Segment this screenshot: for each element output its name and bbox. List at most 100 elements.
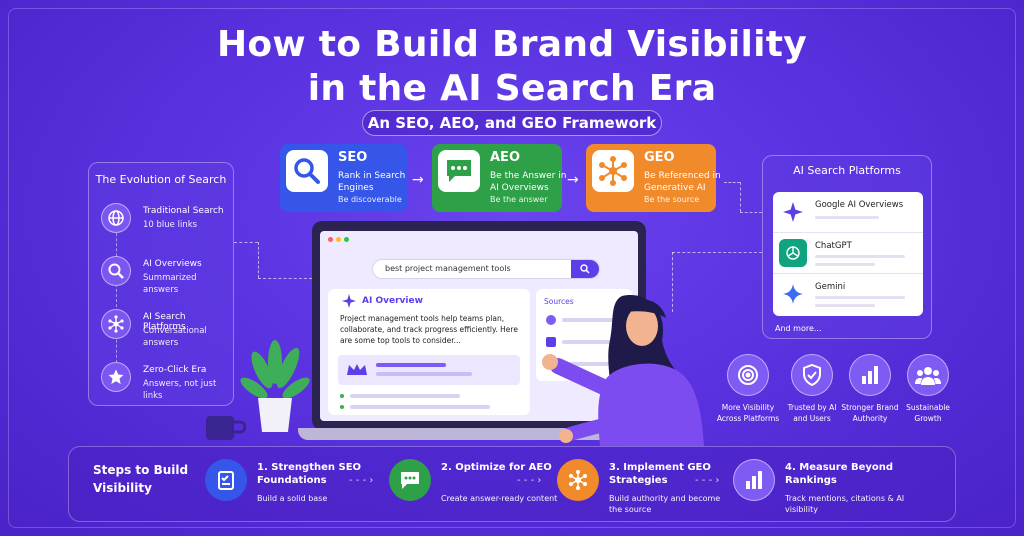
chatgpt-icon (779, 239, 807, 267)
globe-icon (101, 203, 131, 233)
search-input[interactable]: best project management tools (385, 264, 511, 273)
geo-desc: Be Referenced in Generative AI (644, 171, 721, 193)
source-icon (546, 315, 556, 325)
platforms-title: AI Search Platforms (793, 164, 901, 177)
arrow-right-icon: - - - › (349, 475, 374, 486)
connector (258, 242, 259, 278)
evolution-item-name: AI Overviews (143, 259, 202, 269)
platform-name: Gemini (815, 282, 846, 292)
platforms-panel: AI Search Platforms Google AI Overviews … (762, 155, 932, 339)
benefit-item: Trusted by AI and Users (780, 354, 844, 424)
aeo-tag: Be the answer (490, 195, 548, 204)
star-icon (101, 362, 131, 392)
evolution-item-desc: 10 blue links (143, 220, 198, 230)
ai-overview-text: Project management tools help teams plan… (340, 314, 518, 345)
person-illustration (542, 295, 704, 446)
sources-title: Sources (544, 297, 574, 306)
timeline-line (116, 223, 117, 373)
crown-icon (347, 364, 367, 375)
evolution-item-desc: Conversational answers (143, 326, 207, 348)
step-desc: Build a solid base (257, 494, 328, 503)
seo-name: SEO (338, 150, 368, 165)
aeo-card: AEO Be the Answer in AI Overviews Be the… (432, 144, 566, 212)
evolution-item-name: Traditional Search (143, 206, 224, 216)
ai-overview-card: AI Overview Project management tools hel… (328, 289, 530, 415)
connector (740, 212, 762, 213)
page-frame (8, 8, 1016, 528)
target-icon (727, 354, 769, 396)
benefit-item: Sustainable Growth (896, 354, 960, 424)
mug-illustration (206, 416, 246, 440)
platform-name: ChatGPT (815, 241, 852, 251)
bar-chart-icon (733, 459, 775, 501)
connector (740, 182, 741, 212)
evolution-panel: The Evolution of Search Traditional Sear… (88, 162, 234, 406)
step-desc: Create answer-ready content (441, 494, 558, 503)
step-title: 1. Strengthen SEO Foundations (257, 462, 362, 486)
plant-illustration (240, 340, 310, 432)
arrow-right-icon: → (567, 172, 579, 188)
connector (258, 278, 312, 279)
star-icon (546, 337, 556, 347)
chat-icon (389, 459, 431, 501)
result-highlight (338, 355, 520, 385)
step-title: 4. Measure Beyond Rankings (785, 462, 894, 486)
subtitle-pill: An SEO, AEO, and GEO Framework (362, 110, 662, 136)
checklist-icon (205, 459, 247, 501)
evolution-item-desc: Summarized answers (143, 273, 197, 295)
ai-overview-title: AI Overview (362, 296, 423, 306)
arrow-right-icon: → (412, 172, 424, 188)
platform-item[interactable]: Gemini (773, 274, 923, 315)
laptop: best project management tools AI Overvie… (312, 221, 646, 430)
benefit-label: Trusted by AI and Users (787, 403, 837, 423)
arrow-right-icon: - - - › (517, 475, 542, 486)
evolution-item-desc: Answers, not just links (143, 379, 217, 401)
benefit-label: Stronger Brand Authority (841, 403, 899, 423)
platforms-more: And more... (775, 324, 822, 333)
platforms-list: Google AI Overviews ChatGPT Gemini (773, 192, 923, 316)
step-desc: Build authority and become the source (609, 494, 721, 514)
network-icon (557, 459, 599, 501)
network-icon (101, 309, 131, 339)
seo-desc: Rank in Search Engines (338, 171, 406, 193)
geo-card: GEO Be Referenced in Generative AI Be th… (586, 144, 721, 212)
geo-tag: Be the source (644, 195, 700, 204)
search-icon (101, 256, 131, 286)
evolution-item-name: AI Search Platforms (143, 312, 186, 332)
step-title: 2. Optimize for AEO (441, 462, 552, 473)
step-title: 3. Implement GEO Strategies (609, 462, 711, 486)
benefit-label: More Visibility Across Platforms (716, 403, 780, 423)
sparkle-icon (779, 198, 807, 226)
search-icon (580, 264, 590, 274)
page-title-line1: How to Build Brand Visibility (216, 24, 808, 65)
bar-chart-icon (849, 354, 891, 396)
geo-name: GEO (644, 150, 675, 165)
platform-item[interactable]: ChatGPT (773, 233, 923, 274)
evolution-title: The Evolution of Search (95, 173, 227, 186)
platform-name: Google AI Overviews (815, 200, 904, 210)
benefit-item: More Visibility Across Platforms (716, 354, 780, 424)
page-title-line2: in the AI Search Era (307, 68, 717, 109)
gemini-icon (779, 280, 807, 308)
users-icon (907, 354, 949, 396)
connector (724, 182, 740, 183)
shield-check-icon (791, 354, 833, 396)
evolution-item-name: Zero-Click Era (143, 365, 207, 375)
step-desc: Track mentions, citations & AI visibilit… (785, 494, 905, 514)
chat-icon (438, 150, 480, 192)
connector (672, 252, 673, 312)
platform-item[interactable]: Google AI Overviews (773, 192, 923, 233)
search-button[interactable] (571, 260, 599, 278)
connector (672, 252, 762, 253)
seo-tag: Be discoverable (338, 195, 402, 204)
sparkle-icon (342, 294, 356, 308)
search-icon (286, 150, 328, 192)
steps-title: Steps to Build Visibility (93, 463, 189, 495)
aeo-desc: Be the Answer in AI Overviews (490, 171, 567, 193)
network-icon (592, 150, 634, 192)
benefit-label: Sustainable Growth (906, 403, 950, 423)
connector (234, 242, 258, 243)
laptop-screen: best project management tools AI Overvie… (320, 231, 638, 421)
search-bar[interactable]: best project management tools (372, 259, 600, 279)
seo-card: SEO Rank in Search Engines Be discoverab… (280, 144, 407, 212)
